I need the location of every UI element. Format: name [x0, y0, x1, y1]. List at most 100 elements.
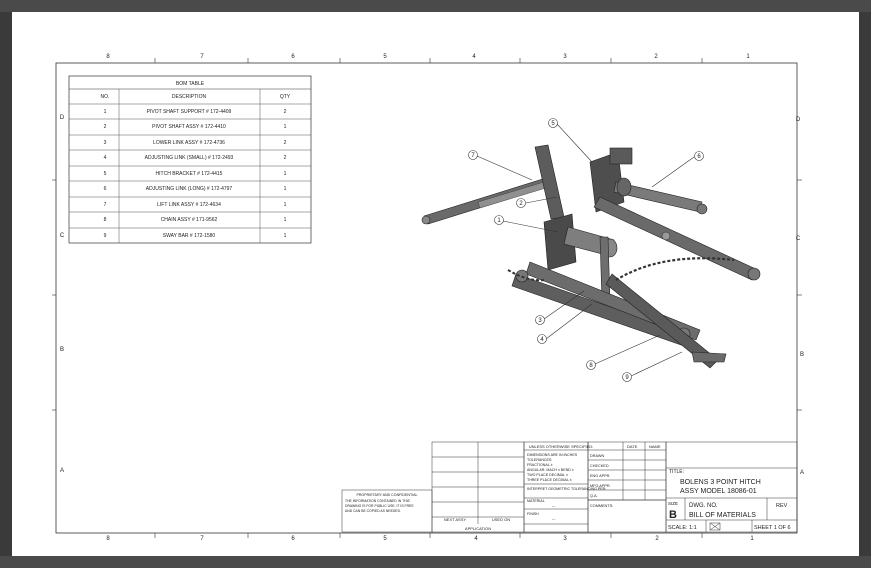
zone-row-label: A	[60, 468, 64, 474]
bom-no: 3	[104, 140, 107, 146]
bom-no: 9	[104, 233, 107, 239]
svg-text:4: 4	[540, 337, 544, 343]
table-row: 7 LIFT LINK ASSY # 172-4634 1	[104, 202, 287, 208]
balloon-5: 5	[548, 118, 558, 128]
svg-text:6: 6	[697, 154, 701, 160]
zone-row-label: D	[796, 117, 801, 123]
comments-label: COMMENTS:	[590, 504, 613, 508]
size-label: SIZE	[668, 501, 678, 506]
balloon-1: 1	[494, 215, 504, 225]
drawing-title-line-2: ASSY MODEL 18086-01	[680, 488, 757, 495]
dims-text: DIMENSIONS ARE IN INCHES	[527, 453, 578, 457]
proprietary-line-3: AND CAN BE COPIED AS NEEDED.	[345, 509, 401, 513]
table-row: 1 PIVOT SHAFT SUPPORT # 172-4409 2	[104, 109, 287, 115]
zone-col-label: 2	[655, 536, 659, 542]
bom-description: LOWER LINK ASSY # 172-4736	[153, 140, 225, 146]
svg-text:5: 5	[551, 121, 555, 127]
name-label: NAME	[649, 444, 661, 449]
table-row: 9 SWAY BAR # 172-1580 1	[104, 233, 287, 239]
zone-row-label: C	[796, 236, 801, 242]
bom-description: PIVOT SHAFT SUPPORT # 172-4409	[147, 109, 232, 115]
zone-col-label: 4	[472, 54, 476, 60]
zone-row-label: A	[800, 470, 804, 476]
zone-col-label: 1	[746, 54, 750, 60]
bom-title: BOM TABLE	[176, 81, 205, 87]
unless-specified: UNLESS OTHERWISE SPECIFIED:	[529, 444, 594, 449]
mfg-appr-label: MFG APPR.	[590, 484, 611, 488]
two-place-text: TWO PLACE DECIMAL ±	[527, 473, 568, 477]
bom-no: 7	[104, 202, 107, 208]
bom-table: BOM TABLE NO. DESCRIPTION QTY 1 PIVOT SH…	[68, 75, 312, 244]
material-label: MATERIAL	[527, 499, 545, 503]
drawn-label: DRAWN	[590, 454, 604, 458]
zone-col-label: 7	[200, 536, 204, 542]
bom-no: 2	[104, 124, 107, 130]
table-row: 6 ADJUSTING LINK (LONG) # 172-4797 1	[104, 186, 287, 192]
interpret-text: INTERPRET GEOMETRIC TOLERANCING PER:	[527, 487, 606, 491]
proprietary-title: PROPRIETARY AND CONFIDENTIAL	[356, 493, 417, 497]
sheet-label: SHEET 1 OF 6	[754, 525, 791, 531]
next-assy-label: NEXT ASSY	[444, 517, 466, 522]
bom-description: PIVOT SHAFT ASSY # 172-4410	[152, 124, 226, 130]
zone-columns-top: 8 7 6 5 4 3 2 1	[106, 54, 750, 60]
zone-row-label: B	[800, 352, 804, 358]
bom-no: 8	[104, 217, 107, 223]
balloon-6: 6	[694, 151, 704, 161]
bom-qty: 2	[284, 109, 287, 115]
svg-text:7: 7	[471, 153, 475, 159]
viewer-top-bar	[0, 0, 871, 12]
sheet-border	[55, 62, 798, 534]
svg-text:1: 1	[497, 218, 501, 224]
bom-qty: 2	[284, 140, 287, 146]
date-label: DATE	[627, 444, 638, 449]
bom-header-qty: QTY	[280, 94, 291, 100]
bom-no: 6	[104, 186, 107, 192]
zone-col-label: 8	[106, 54, 110, 60]
tolerances-text: TOLERANCES:	[527, 458, 552, 462]
zone-col-label: 1	[750, 536, 754, 542]
bom-description: ADJUSTING LINK (LONG) # 172-4797	[146, 186, 233, 192]
zone-col-label: 3	[563, 54, 567, 60]
bom-header-no: NO.	[101, 94, 110, 100]
bom-header-description: DESCRIPTION	[172, 94, 207, 100]
proprietary-line-2: DRAWING IS FOR PUBLIC USE. IT IS FREE	[345, 504, 414, 508]
zone-col-label: 5	[383, 54, 387, 60]
balloon-3: 3	[535, 315, 545, 325]
dwg-no-label: DWG. NO.	[689, 503, 718, 509]
table-row: 5 HITCH BRACKET # 172-4415 1	[104, 171, 287, 177]
zone-rows: D C B A D C B A	[60, 115, 804, 476]
balloon-7: 7	[468, 150, 478, 160]
zone-columns-bottom: 8 7 6 5 4 3 2 1	[106, 536, 754, 542]
checked-label: CHECKED	[590, 464, 609, 468]
viewer-bottom-bar	[0, 556, 871, 568]
zone-col-label: 5	[383, 536, 387, 542]
bom-description: HITCH BRACKET # 172-4415	[156, 171, 223, 177]
bom-description: SWAY BAR # 172-1580	[163, 233, 216, 239]
balloon-4: 4	[537, 334, 547, 344]
bom-qty: 1	[284, 217, 287, 223]
zone-col-label: 6	[291, 536, 295, 542]
table-row: 8 CHAIN ASSY # 171-9562 1	[104, 217, 287, 223]
zone-col-label: 6	[291, 54, 295, 60]
bom-no: 4	[104, 155, 107, 161]
zone-col-label: 7	[200, 54, 204, 60]
bom-description: ADJUSTING LINK (SMALL) # 172-2493	[145, 155, 234, 161]
title-label: TITLE:	[669, 469, 684, 475]
drawing-sheet: 8 7 6 5 4 3 2 1 8 7 6 5 4 3 2 1 D C B A …	[12, 12, 859, 556]
title-block	[341, 441, 798, 533]
application-label: APPLICATION	[465, 526, 491, 531]
bom-no: 5	[104, 171, 107, 177]
drawing-canvas: 8 7 6 5 4 3 2 1 8 7 6 5 4 3 2 1 D C B A …	[52, 54, 804, 542]
zone-row-label: C	[60, 233, 65, 239]
title-block-text: UNLESS OTHERWISE SPECIFIED: DATE NAME DI…	[345, 444, 791, 531]
three-place-text: THREE PLACE DECIMAL ±	[527, 478, 572, 482]
balloon-2: 2	[516, 198, 526, 208]
bom-qty: 1	[284, 233, 287, 239]
zone-col-label: 3	[563, 536, 567, 542]
balloon-9: 9	[622, 372, 632, 382]
hitch-assembly-illustration	[421, 144, 761, 369]
weight-box-icon	[709, 522, 721, 531]
material-value: ---	[552, 504, 556, 508]
used-on-label: USED ON	[492, 517, 510, 522]
scale-label: SCALE: 1:1	[668, 525, 697, 531]
